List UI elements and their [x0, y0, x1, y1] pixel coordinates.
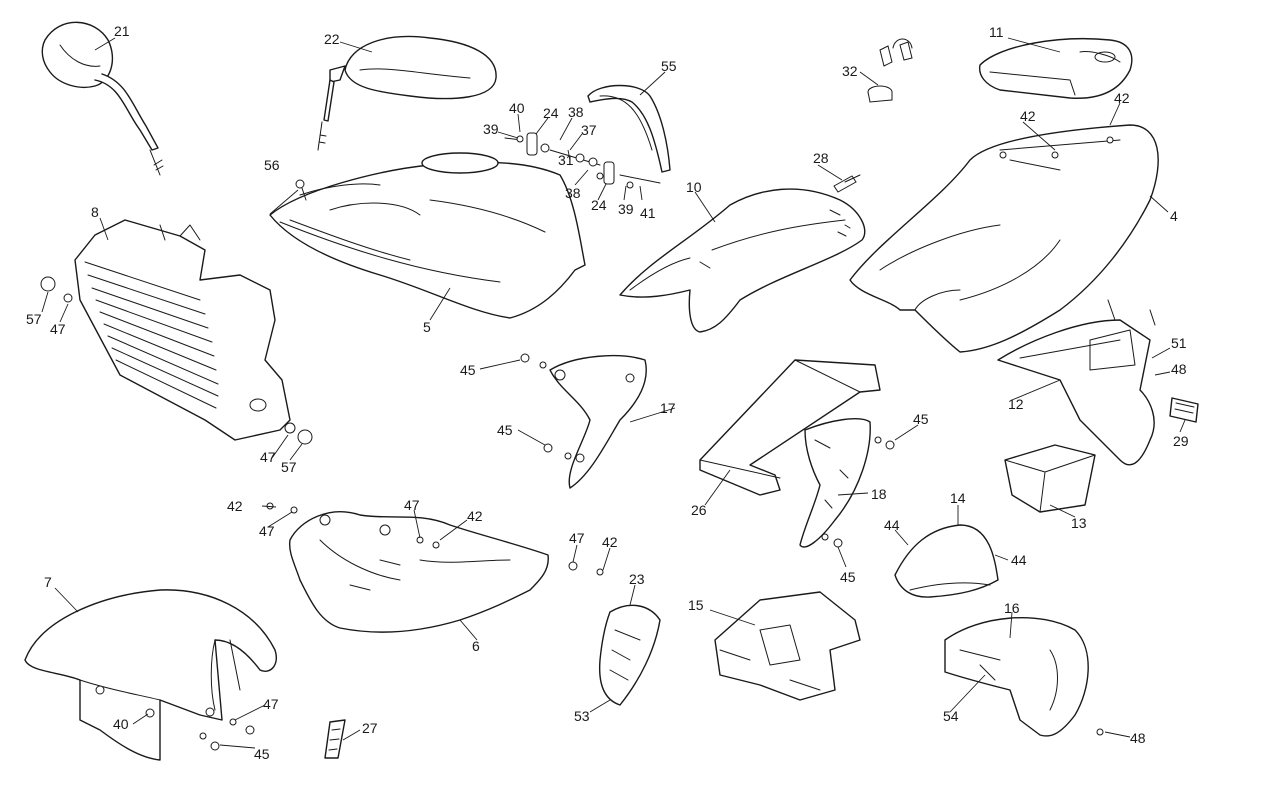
label-11: 11 — [989, 24, 1004, 40]
label-42a: 42 — [1020, 108, 1036, 124]
label-42d: 42 — [467, 508, 483, 524]
part-belly-pan — [288, 511, 549, 633]
part-washers — [40, 276, 604, 576]
label-44a: 44 — [884, 517, 900, 533]
label-39b: 39 — [618, 201, 634, 217]
label-48a: 48 — [1171, 361, 1187, 377]
label-53: 53 — [574, 708, 590, 724]
part-storage-box — [1004, 444, 1096, 513]
label-45b: 45 — [497, 422, 513, 438]
part-number-labels: 21 22 8 57 47 56 5 55 40 24 38 37 39 31 … — [26, 23, 1189, 762]
label-39a: 39 — [483, 121, 499, 137]
label-42e: 42 — [602, 534, 618, 550]
label-57a: 57 — [26, 311, 42, 327]
part-hardware-cluster — [504, 132, 661, 189]
part-reflector-28 — [1169, 397, 1199, 423]
part-bolt-29 — [833, 174, 861, 193]
label-4: 4 — [1170, 208, 1178, 224]
label-47b: 47 — [259, 523, 275, 539]
part-screw-55 — [295, 179, 307, 201]
label-47d: 47 — [569, 530, 585, 546]
label-41: 41 — [640, 205, 656, 221]
part-sprocket-cover — [598, 604, 661, 706]
part-lock-set — [867, 38, 913, 103]
part-mirror-left — [41, 21, 164, 176]
label-31: 31 — [558, 152, 574, 168]
label-40a: 40 — [509, 100, 525, 116]
part-tank-cover — [269, 152, 586, 319]
label-10: 10 — [686, 179, 702, 195]
label-38a: 38 — [568, 104, 584, 120]
part-radiator-side-panel — [74, 219, 291, 441]
part-under-tray-26 — [699, 359, 881, 496]
label-47f: 47 — [260, 449, 276, 465]
part-side-cover-17 — [549, 354, 647, 489]
label-51: 51 — [1171, 335, 1187, 351]
label-17: 17 — [660, 400, 676, 416]
part-bracket-56 — [587, 84, 671, 173]
part-mirror-right — [317, 35, 497, 151]
label-45e: 45 — [254, 746, 270, 762]
label-13: 13 — [1071, 515, 1087, 531]
label-22: 22 — [324, 31, 340, 47]
part-seat — [619, 188, 866, 333]
part-headlight-bracket — [944, 616, 1104, 737]
label-48b: 48 — [1130, 730, 1146, 746]
part-cover-14 — [894, 524, 999, 598]
part-seat-cowl — [978, 38, 1133, 99]
label-54: 54 — [943, 708, 959, 724]
label-45a: 45 — [460, 362, 476, 378]
label-45c: 45 — [913, 411, 929, 427]
label-23: 23 — [629, 571, 645, 587]
label-47c: 47 — [404, 497, 420, 513]
label-12: 12 — [1008, 396, 1024, 412]
label-29: 28 — [813, 150, 829, 166]
label-38b: 38 — [565, 185, 581, 201]
part-front-fender — [24, 589, 277, 761]
label-18: 18 — [871, 486, 887, 502]
label-26: 26 — [691, 502, 707, 518]
label-44b: 44 — [1011, 552, 1027, 568]
label-55: 56 — [264, 157, 280, 173]
label-42b: 42 — [1114, 90, 1130, 106]
part-reflector-27 — [324, 719, 346, 759]
label-27: 27 — [362, 720, 378, 736]
leader-lines — [41, 37, 1186, 749]
label-47a: 47 — [50, 321, 66, 337]
label-45d: 45 — [840, 569, 856, 585]
label-32: 32 — [842, 63, 858, 79]
label-5: 5 — [423, 319, 431, 335]
label-28: 29 — [1173, 433, 1189, 449]
label-47e: 47 — [263, 696, 279, 712]
part-screws-45 — [199, 353, 895, 751]
label-24b: 24 — [591, 197, 607, 213]
label-21: 21 — [114, 23, 130, 39]
label-7: 7 — [44, 574, 52, 590]
label-40b: 40 — [113, 716, 129, 732]
label-15: 15 — [688, 597, 704, 613]
label-16: 16 — [1004, 600, 1020, 616]
label-37: 37 — [581, 122, 597, 138]
part-side-panel-18 — [799, 418, 871, 548]
label-8: 8 — [91, 204, 99, 220]
part-bracket-15 — [714, 591, 861, 701]
label-42c: 42 — [227, 498, 243, 514]
part-tail-fairing — [849, 124, 1159, 353]
label-14: 14 — [950, 490, 966, 506]
part-rear-mudguard — [997, 299, 1156, 466]
label-57b: 57 — [281, 459, 297, 475]
label-6: 6 — [472, 638, 480, 654]
label-24a: 24 — [543, 105, 559, 121]
label-56: 55 — [661, 58, 677, 74]
